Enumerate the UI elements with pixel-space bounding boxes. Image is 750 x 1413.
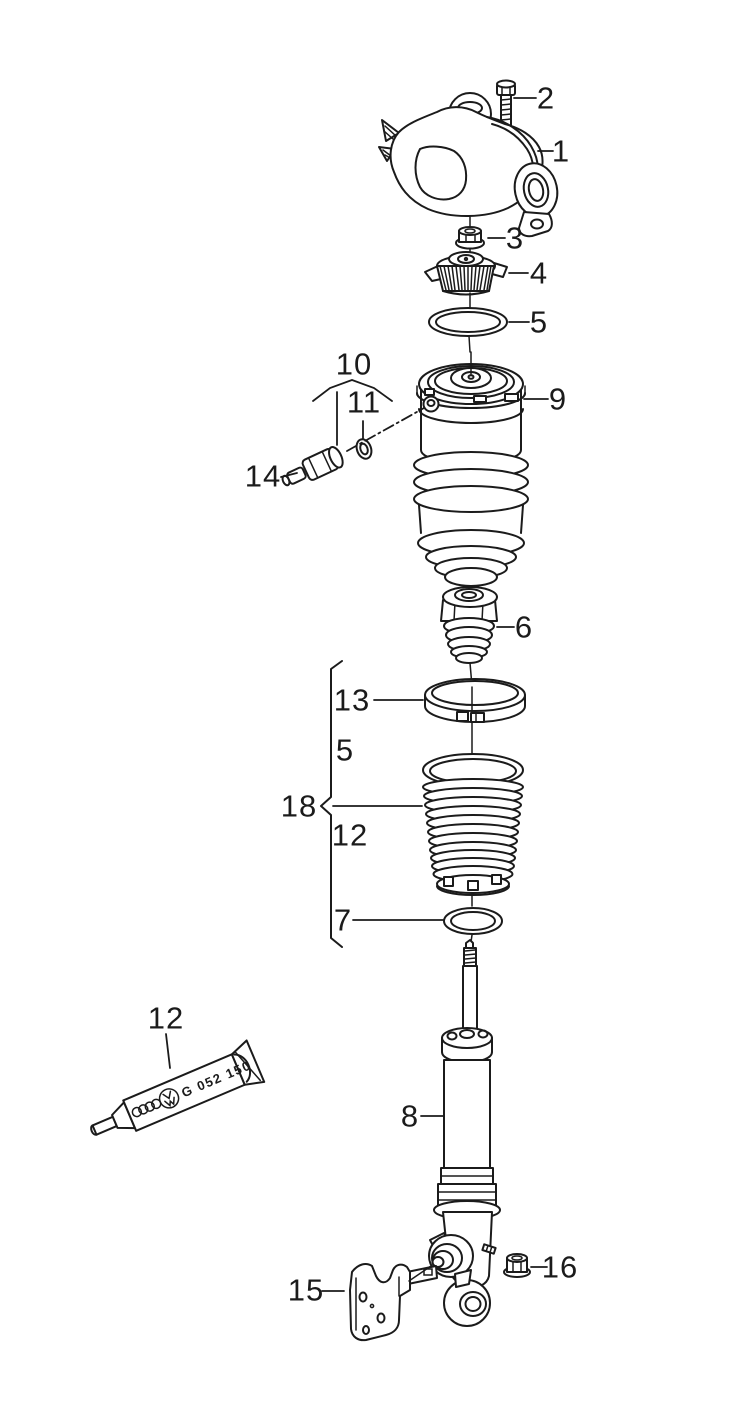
o-ring-part-5-drawing — [428, 307, 508, 337]
callout-13: 13 — [333, 682, 371, 718]
bracket-part-15-drawing — [349, 1263, 438, 1342]
shock-absorber-part-8-drawing — [428, 939, 501, 1327]
top-mount-part-1-drawing — [378, 92, 559, 238]
air-spring-part-9-drawing — [413, 351, 529, 587]
callout-11: 11 — [346, 384, 382, 420]
callout-7: 7 — [333, 902, 353, 938]
lubricant-tube-drawing: G 052 150 — [90, 1039, 266, 1136]
valve-group-drawing — [281, 379, 425, 487]
o-ring-part-7-drawing — [443, 907, 503, 935]
nut-part-16-drawing — [503, 1253, 531, 1278]
callout-9: 9 — [548, 381, 568, 417]
leader-lines — [165, 97, 554, 1292]
seal-part-11-drawing — [355, 438, 373, 460]
callout-10: 10 — [335, 346, 373, 382]
callout-12-tube: 12 — [147, 1000, 185, 1036]
group-bracket-18 — [320, 660, 423, 948]
valve-fitting-part-14-drawing — [281, 446, 344, 487]
callout-6: 6 — [514, 609, 534, 645]
callout-8: 8 — [400, 1098, 420, 1134]
bump-stop-part-6-drawing — [440, 586, 498, 664]
clamping-ring-part-13-drawing — [424, 678, 526, 765]
callout-18: 18 — [280, 788, 318, 824]
callout-4: 4 — [529, 255, 549, 291]
callout-12-boot: 12 — [331, 817, 369, 853]
vw-roundel-icon — [158, 1088, 180, 1109]
callout-5: 5 — [529, 304, 549, 340]
callout-14: 14 — [244, 458, 282, 494]
callout-1: 1 — [551, 133, 571, 169]
callout-2: 2 — [536, 80, 556, 116]
callout-15: 15 — [287, 1272, 325, 1308]
callout-16: 16 — [541, 1249, 579, 1285]
callout-5-group: 5 — [335, 732, 355, 768]
callout-3: 3 — [505, 220, 525, 256]
bolt-part-2-drawing — [496, 79, 516, 128]
cap-part-4-drawing — [424, 251, 508, 296]
boot-part-12-drawing — [422, 753, 524, 896]
nut-part-3-drawing — [455, 226, 485, 250]
audi-rings-icon — [131, 1098, 162, 1118]
stud-drawing — [481, 1243, 497, 1255]
